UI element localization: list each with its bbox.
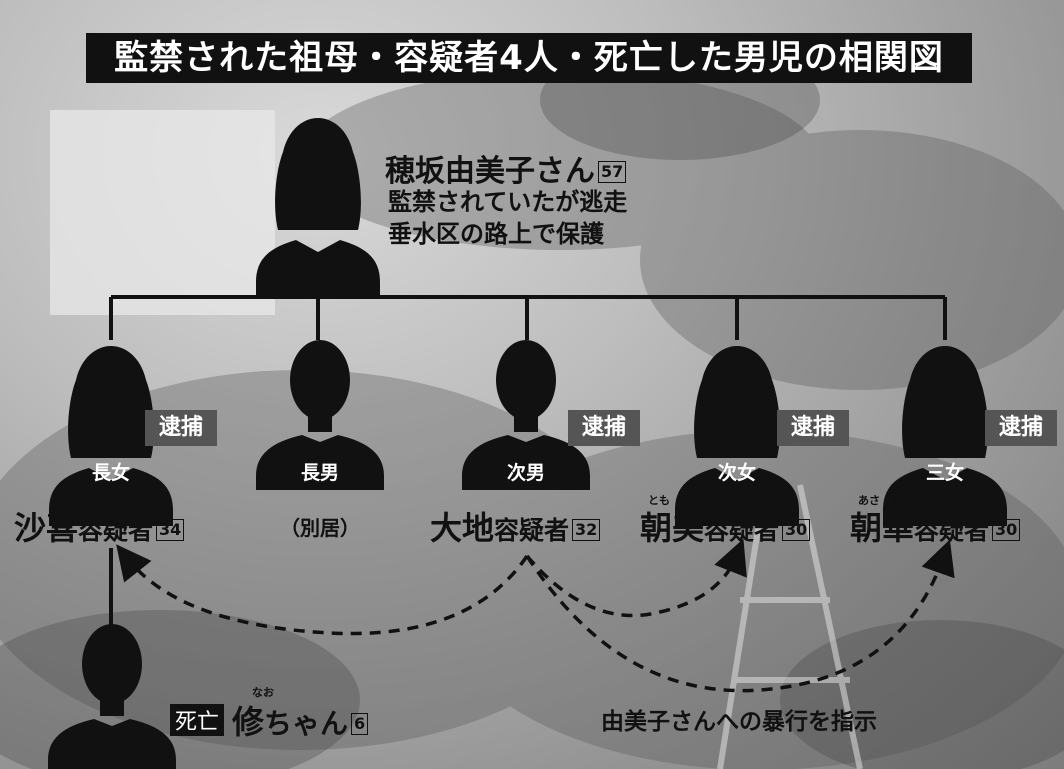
ruby-nao: なお [252,686,274,699]
diagram-title: 監禁された祖母・容疑者4人・死亡した男児の相関図 [86,33,972,83]
arrest-badge: 逮捕 [985,410,1057,446]
role-label: 長女 [91,462,130,484]
ruby-asaka: あさ か [858,494,902,507]
grandmother-note-2: 垂水区の路上で保護 [388,219,604,248]
arrow-to-third-daughter [525,539,955,693]
arrow-to-eldest-daughter [116,544,529,636]
arrest-badge: 逮捕 [568,410,640,446]
deceased-badge: 死亡 [170,704,225,736]
role-label: 長男 [300,462,339,484]
child-name-eldest-son: （別居） [280,516,360,540]
grandmother-name: 穂坂由美子さん [385,154,595,189]
role-label: 三女 [925,462,964,484]
grandmother-note-1: 監禁されていたが逃走 [388,187,628,216]
grandmother-age: 57 [598,161,627,183]
role-label: 次男 [506,462,545,484]
role-label: 次女 [717,462,756,484]
arrow-to-second-daughter [525,538,747,618]
arrest-badge: 逮捕 [777,410,849,446]
instruction-label: 由美子さんへの暴行を指示 [601,708,877,735]
ruby-tomomi: とも み [648,494,692,507]
arrest-badge: 逮捕 [145,410,217,446]
